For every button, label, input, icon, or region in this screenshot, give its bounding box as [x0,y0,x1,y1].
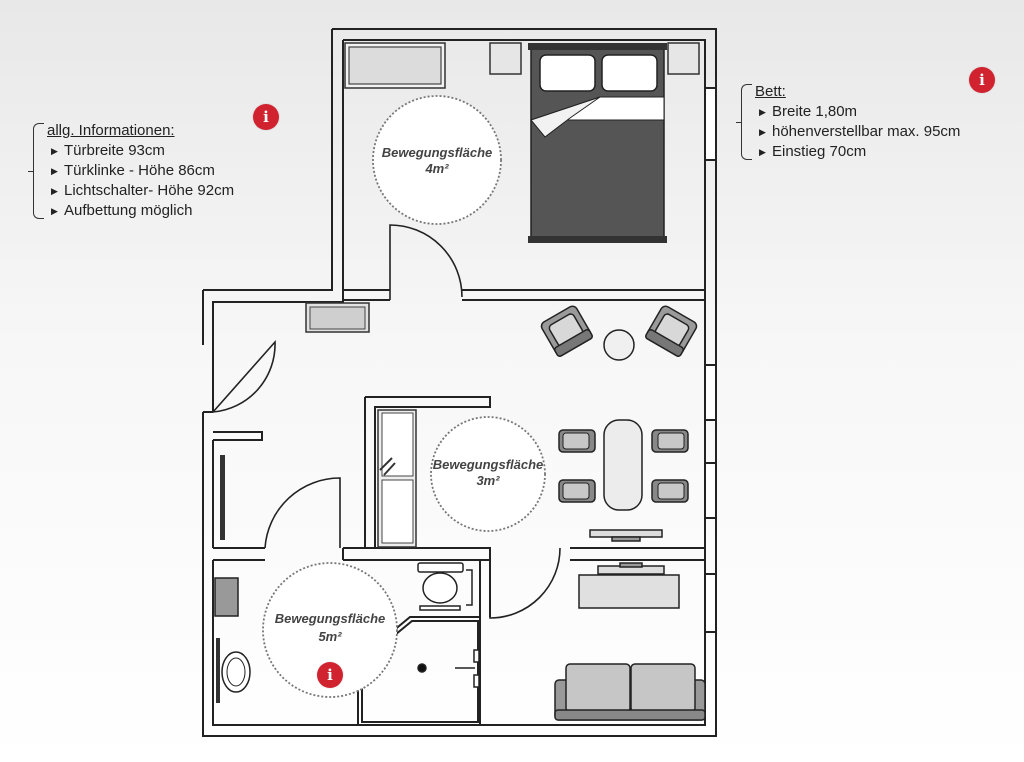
living-area-size: 3m² [476,473,500,488]
bullet-icon: ▶ [759,107,766,117]
list-item: ▶Aufbettung möglich [51,202,193,219]
bathroom-furniture [214,562,480,703]
living-area-label: Bewegungsfläche [433,457,544,472]
bed-info-list: ▶Breite 1,80m ▶höhenverstellbar max. 95c… [755,102,960,162]
bed-info-panel: Bett: ▶Breite 1,80m ▶höhenverstellbar ma… [736,82,960,162]
list-item: ▶höhenverstellbar max. 95cm [759,123,961,140]
bedroom-area-label: Bewegungsfläche [382,145,493,160]
list-item: ▶Einstieg 70cm [759,143,867,160]
bed-info-title: Bett: [755,83,786,100]
bullet-icon: ▶ [759,127,766,137]
bullet-icon: ▶ [51,146,58,156]
list-item: ▶Türbreite 93cm [51,142,165,159]
list-item: ▶Lichtschalter- Höhe 92cm [51,182,235,199]
windows [704,87,717,633]
list-item: ▶Breite 1,80m [759,103,858,120]
general-info-title: allg. Informationen: [47,122,175,139]
kitchenette [377,409,417,548]
list-item: ▶Türklinke - Höhe 86cm [51,162,215,179]
bathroom-area-size: 5m² [318,629,342,644]
walls [202,28,717,737]
general-info-panel: allg. Informationen: ▶Türbreite 93cm ▶Tü… [28,121,234,221]
living-furniture [430,305,706,721]
bathroom-area-label: Bewegungsfläche [275,611,386,626]
doors [211,224,561,619]
bullet-icon: ▶ [759,147,766,157]
general-info-list: ▶Türbreite 93cm ▶Türklinke - Höhe 86cm ▶… [47,141,234,221]
area-labels: Bewegungsfläche 4m² Bewegungsfläche 3m² … [275,145,544,644]
bedroom-furniture [344,42,700,243]
hall-furniture [220,302,370,540]
bracket [736,84,752,160]
bullet-icon: ▶ [51,186,58,196]
info-icon[interactable]: i [317,662,343,688]
bedroom-area-size: 4m² [424,161,449,176]
info-icon[interactable]: i [253,104,279,130]
info-icon[interactable]: i [969,67,995,93]
bed [528,43,667,243]
bracket [28,123,44,219]
bullet-icon: ▶ [51,166,58,176]
bullet-icon: ▶ [51,206,58,216]
